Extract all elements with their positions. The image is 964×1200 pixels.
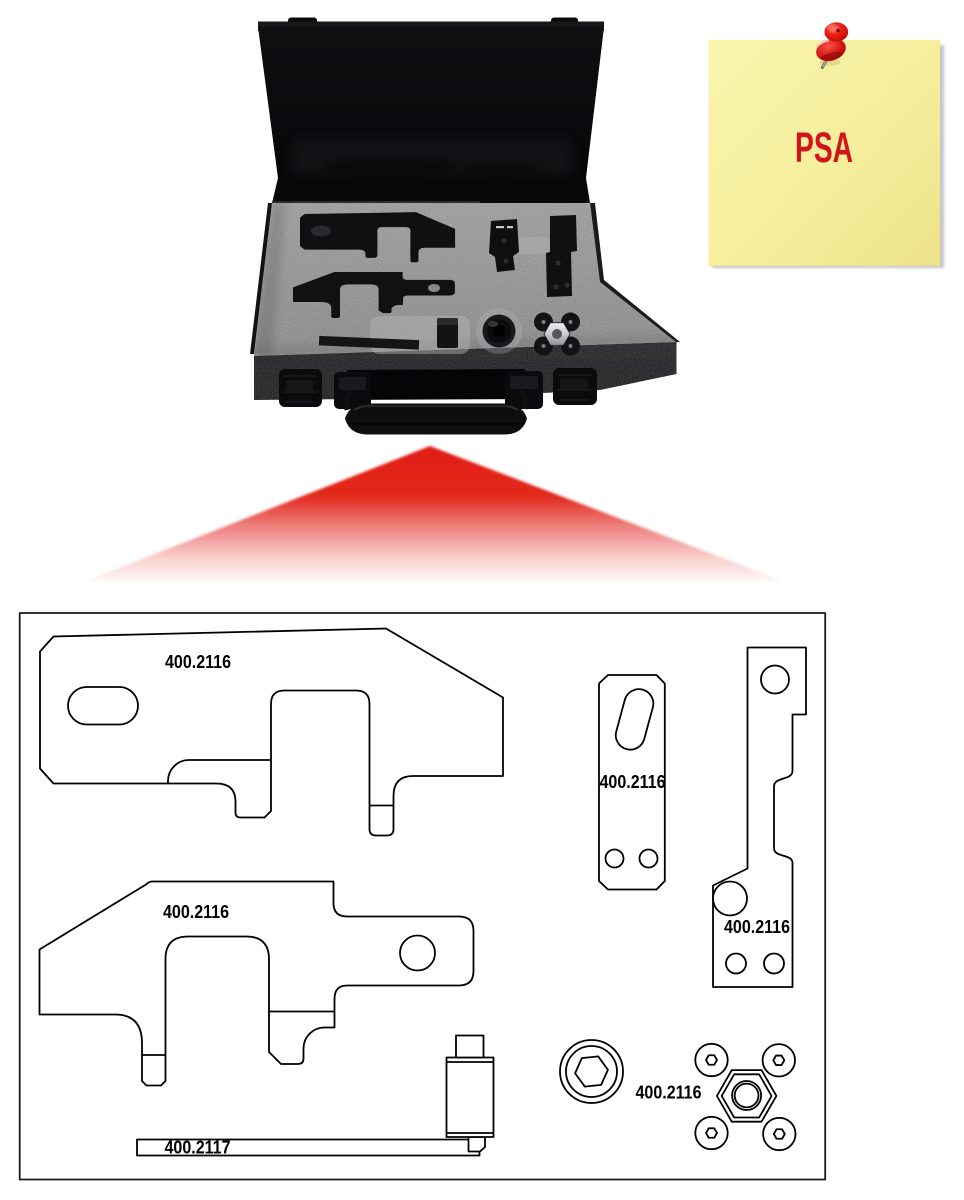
svg-text:400.2116: 400.2116 [636, 1083, 702, 1103]
svg-text:400.2116: 400.2116 [163, 902, 229, 922]
svg-text:400.2116: 400.2116 [600, 772, 666, 792]
svg-text:400.2116: 400.2116 [724, 917, 790, 937]
svg-text:400.2117: 400.2117 [165, 1138, 231, 1158]
svg-text:400.2116: 400.2116 [165, 652, 231, 672]
svg-text:PSA: PSA [795, 124, 853, 172]
